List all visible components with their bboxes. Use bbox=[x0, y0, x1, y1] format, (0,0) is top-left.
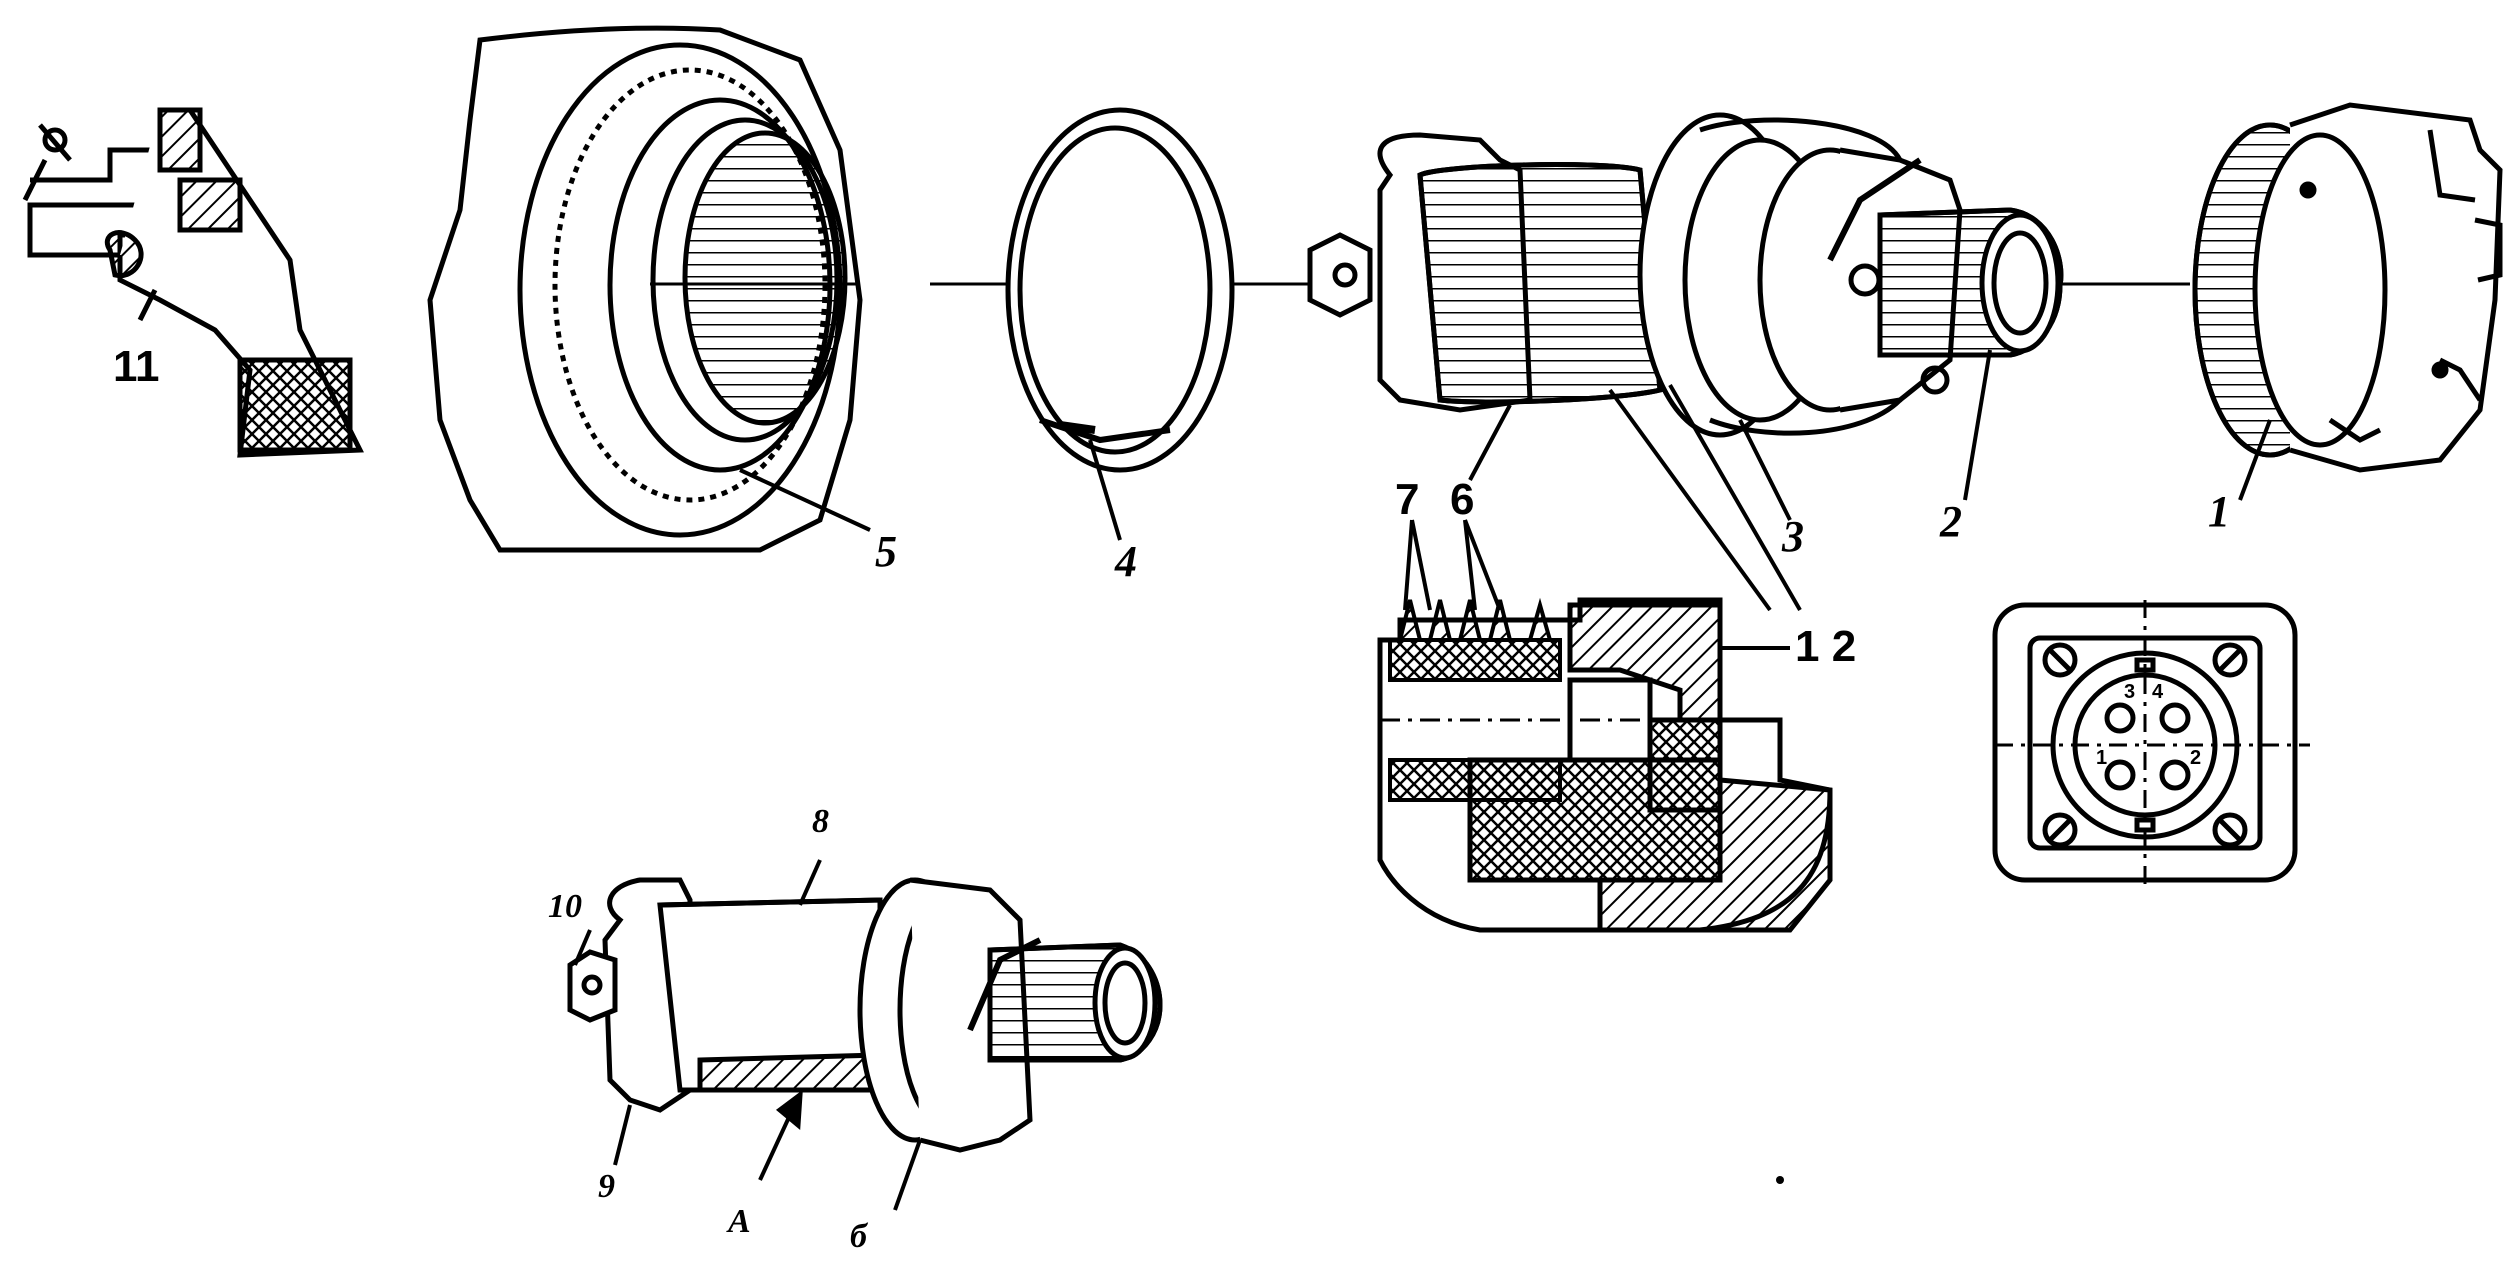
label-part-4: 4 bbox=[1115, 537, 1137, 586]
label-part-5: 5 bbox=[875, 527, 897, 576]
label-part-9: 9 bbox=[598, 1168, 615, 1205]
label-part-1: 1 bbox=[2208, 487, 2230, 536]
pin-label-2: 2 bbox=[2190, 747, 2202, 769]
pin-label-4: 4 bbox=[2152, 681, 2164, 703]
label-part-6b: б bbox=[850, 1218, 867, 1255]
contact-section-detail bbox=[1377, 519, 1833, 933]
part-4-sealing-ring bbox=[1005, 107, 1235, 541]
part-1-coupling-ring bbox=[2192, 102, 2503, 501]
label-part-6: 6 bbox=[1450, 475, 1475, 524]
pin-label-3: 3 bbox=[2124, 681, 2136, 703]
label-view-a: A bbox=[728, 1203, 751, 1240]
socket-body bbox=[1307, 112, 2064, 612]
label-part-2: 2 bbox=[1940, 497, 1962, 546]
stray-dot bbox=[1776, 1176, 1784, 1184]
part-5-panel-flange bbox=[427, 25, 871, 553]
label-part-3: 3 bbox=[1782, 512, 1804, 561]
connector-face-view bbox=[1992, 600, 2310, 890]
lower-assembly bbox=[567, 859, 1163, 1211]
label-part-7: 7 bbox=[1395, 475, 1420, 524]
part-11-plug-section bbox=[22, 107, 364, 458]
label-part-8: 8 bbox=[812, 803, 829, 840]
label-part-11: 11 bbox=[113, 342, 160, 391]
pin-label-1: 1 bbox=[2096, 747, 2108, 769]
label-part-12: 1 2 bbox=[1795, 622, 1857, 671]
label-part-10: 10 bbox=[548, 888, 582, 925]
